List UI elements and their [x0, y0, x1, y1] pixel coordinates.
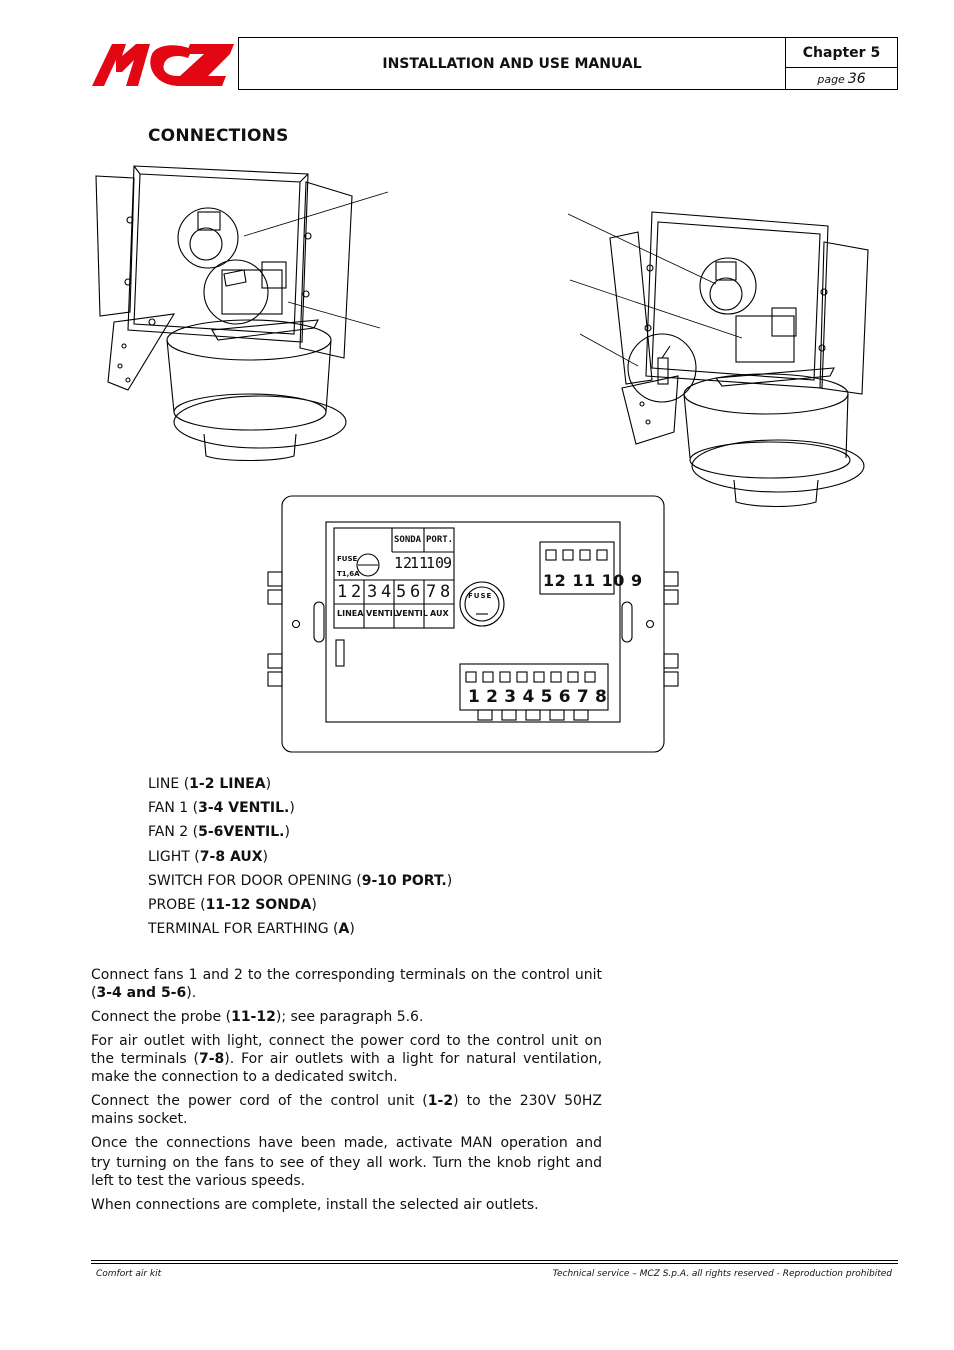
board-num-6: 6 [410, 582, 421, 602]
section-title: CONNECTIONS [148, 126, 289, 146]
board-top-num-9: 9 [443, 554, 453, 572]
board-label-linea: LINEA [337, 609, 364, 618]
board-fuse-rating: T1,6A [337, 570, 360, 578]
board-top-num-11: 11 [410, 554, 429, 572]
board-top-num-12: 12 [394, 554, 413, 572]
paragraph: Connect fans 1 and 2 to the correspondin… [91, 967, 602, 1001]
board-label-ventil-1: VENTIL [366, 609, 398, 618]
mcz-logo [92, 44, 234, 86]
header-title: INSTALLATION AND USE MANUAL [238, 37, 786, 90]
board-num-4: 4 [381, 582, 392, 602]
terminal-board-diagram: SONDA PORT. FUSE T1,6A 12 11 10 9 1 2 3 … [262, 494, 686, 758]
footer-rule [91, 1263, 898, 1264]
list-item: FAN 1 (3-4 VENTIL.) [148, 800, 295, 817]
paragraph: Connect the probe (11-12); see paragraph… [91, 1009, 424, 1025]
footer-right: Technical service – MCZ S.p.A. all right… [552, 1269, 892, 1279]
board-num-5: 5 [396, 582, 407, 602]
list-item: SWITCH FOR DOOR OPENING (9-10 PORT.) [148, 872, 453, 889]
list-item: LINE (1-2 LINEA) [148, 776, 272, 792]
paragraph: When connections are complete, install t… [91, 1197, 539, 1213]
page-indicator: page 36 [786, 68, 897, 90]
instructions-body: Connect fans 1 and 2 to the correspondin… [91, 966, 602, 1220]
board-num-1: 1 [337, 582, 348, 602]
connections-list: LINE (1-2 LINEA) FAN 1 (3-4 VENTIL.) FAN… [148, 772, 452, 941]
board-num-8: 8 [440, 582, 451, 602]
board-label-port: PORT. [426, 535, 454, 545]
paragraph: Once the connections have been made, act… [91, 1135, 602, 1151]
paragraph: For air outlet with light, connect the p… [91, 1033, 602, 1085]
chapter-label: Chapter 5 [786, 38, 897, 68]
board-fuse-dial-text: FUSE [468, 592, 493, 600]
board-right-numbers: 12 11 10 9 [543, 571, 643, 590]
fan-unit-drawing-right [567, 211, 869, 508]
board-num-2: 2 [351, 582, 362, 602]
board-label-aux: AUX [430, 609, 449, 618]
board-num-3: 3 [367, 582, 378, 602]
board-bottom-right-numbers: 1 2 3 4 5 6 7 8 [468, 687, 608, 707]
list-item: FAN 2 (5-6VENTIL.) [148, 824, 290, 841]
list-item: LIGHT (7-8 AUX) [148, 848, 268, 865]
footer-rule [91, 1260, 898, 1261]
board-label-sonda: SONDA [394, 535, 422, 545]
list-item: PROBE (11-12 SONDA) [148, 896, 317, 913]
board-label-ventil-2: VENTIL [396, 609, 428, 618]
page-number: 36 [847, 71, 866, 87]
footer-left: Comfort air kit [96, 1269, 162, 1279]
board-num-7: 7 [426, 582, 437, 602]
board-top-num-10: 10 [426, 554, 445, 572]
list-item: TERMINAL FOR EARTHING (A) [148, 921, 355, 938]
chapter-box: Chapter 5 page 36 [785, 37, 898, 90]
paragraph: try turning on the fans to see of they a… [91, 1155, 602, 1189]
board-fuse-label: FUSE [337, 555, 358, 563]
fan-unit-drawing-left [95, 165, 389, 462]
page-label: page [817, 72, 845, 86]
paragraph: Connect the power cord of the control un… [91, 1093, 602, 1127]
